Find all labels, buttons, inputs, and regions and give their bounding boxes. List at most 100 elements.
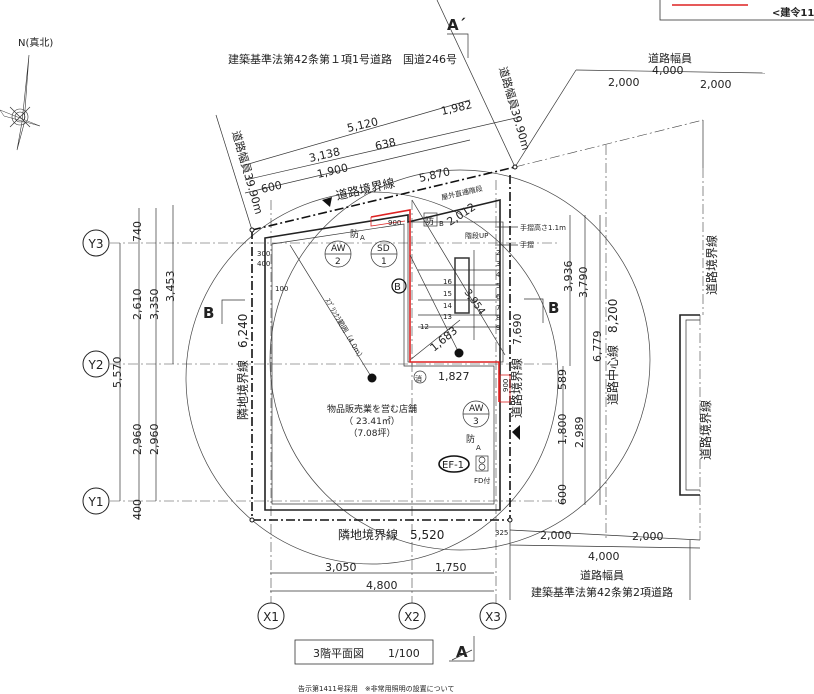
dim-1900: 1,900 bbox=[316, 161, 350, 181]
grid-x1: X1 bbox=[257, 602, 285, 630]
svg-text:600: 600 bbox=[556, 484, 569, 505]
road-lines bbox=[215, 0, 766, 600]
dim-2012: 2,012 bbox=[445, 200, 478, 228]
svg-text:400: 400 bbox=[131, 499, 144, 520]
stair-label: 屋外直通階段 bbox=[440, 184, 483, 202]
building-walls bbox=[264, 198, 506, 511]
svg-text:2,610: 2,610 bbox=[131, 289, 144, 321]
radius-line-2 bbox=[409, 254, 461, 356]
svg-text:EF-1: EF-1 bbox=[442, 460, 464, 471]
svg-text:3: 3 bbox=[473, 417, 479, 427]
extinguisher-icon bbox=[413, 370, 427, 384]
svg-text:A: A bbox=[360, 234, 365, 242]
svg-text:589: 589 bbox=[556, 369, 569, 390]
svg-text:3,790: 3,790 bbox=[577, 267, 590, 299]
svg-text:SD: SD bbox=[377, 244, 390, 254]
room-name: 物品販売業を営む店舗 bbox=[327, 403, 417, 415]
svg-text:Y2: Y2 bbox=[88, 358, 104, 372]
grid-y1: Y1 bbox=[82, 487, 110, 515]
stair-well bbox=[454, 257, 470, 314]
svg-text:15: 15 bbox=[443, 290, 452, 298]
road-boundary-right-1: 道路境界線 bbox=[704, 235, 719, 295]
dim-5120: 5,120 bbox=[346, 115, 380, 135]
sprinkler-head-icon bbox=[454, 348, 464, 358]
svg-text:B: B bbox=[203, 304, 214, 322]
exhaust-fan-icon bbox=[475, 455, 489, 472]
bottom-dimensions: 3,050 1,750 4,800 bbox=[270, 561, 494, 592]
dim-1982: 1,982 bbox=[440, 98, 474, 118]
svg-text:325: 325 bbox=[495, 529, 508, 537]
svg-text:12: 12 bbox=[420, 323, 429, 331]
svg-text:X1: X1 bbox=[263, 610, 279, 624]
svg-text:A´: A´ bbox=[447, 16, 466, 34]
svg-text:5,570: 5,570 bbox=[111, 357, 124, 389]
title-block: 3階平面図 1/100 bbox=[294, 639, 434, 665]
road-half-1-bottom: 2,000 bbox=[540, 529, 572, 542]
road-half-2-top-right: 2,000 bbox=[700, 78, 732, 91]
svg-text:4: 4 bbox=[496, 271, 501, 279]
road-boundary-right-2: 道路境界線 bbox=[698, 400, 713, 460]
sprinkler-head-icon bbox=[367, 373, 377, 383]
svg-text:Y1: Y1 bbox=[88, 495, 104, 509]
fire-door-a2-label: 防 bbox=[466, 433, 475, 445]
section-mark-a-bottom: A bbox=[449, 636, 475, 662]
svg-text:2,989: 2,989 bbox=[573, 417, 586, 449]
svg-text:3,936: 3,936 bbox=[562, 261, 575, 293]
road-width-left: 道路幅員39.90m bbox=[229, 129, 266, 216]
road-width-total-bottom: 4,000 bbox=[588, 550, 620, 563]
fire-door-b-label: 防 bbox=[425, 215, 434, 227]
exhaust-fan-tag bbox=[438, 455, 470, 473]
grid-x2: X2 bbox=[398, 602, 426, 630]
direction-arrow-icon bbox=[512, 425, 520, 440]
svg-text:900: 900 bbox=[388, 219, 401, 227]
svg-text:14: 14 bbox=[443, 302, 452, 310]
svg-text:5: 5 bbox=[496, 282, 500, 290]
svg-text:B: B bbox=[548, 299, 559, 317]
boundary-len-right: 7,690 bbox=[511, 314, 524, 346]
road-half-1-top-right: 2,000 bbox=[608, 76, 640, 89]
grid-lines bbox=[110, 180, 560, 603]
section-mark-b-right: B bbox=[524, 298, 559, 323]
drawing-title: 3階平面図 bbox=[313, 646, 364, 660]
svg-text:3,350: 3,350 bbox=[148, 289, 161, 321]
boundary-len-top: 5,870 bbox=[418, 165, 452, 185]
b-mark-icon bbox=[391, 278, 407, 294]
svg-text:7: 7 bbox=[496, 304, 500, 312]
left-dimensions: 740 2,610 3,350 3,453 5,570 2,960 2,960 … bbox=[111, 205, 177, 520]
svg-text:13: 13 bbox=[443, 313, 452, 321]
svg-text:AW: AW bbox=[331, 244, 346, 254]
svg-text:A: A bbox=[456, 643, 468, 661]
dim-638: 638 bbox=[374, 136, 397, 153]
boundary-label-left: 隣地境界線 6,240 bbox=[235, 314, 250, 420]
svg-text:6: 6 bbox=[496, 293, 501, 301]
road-title-bottom: 建築基準法第42条第2項道路 bbox=[531, 585, 673, 599]
compass-label: N(真北) bbox=[18, 36, 53, 49]
svg-text:2: 2 bbox=[496, 249, 500, 257]
svg-text:2: 2 bbox=[335, 257, 341, 267]
svg-text:3,050: 3,050 bbox=[325, 561, 357, 574]
grid-y2: Y2 bbox=[82, 350, 110, 378]
coverage-circle-2 bbox=[269, 169, 651, 551]
handrail-height-label: 手摺高さ1.1m bbox=[520, 223, 566, 232]
radius-label: ｽﾌﾟﾘﾝｸﾗ範囲（4.0m） bbox=[323, 297, 366, 363]
svg-text:4,800: 4,800 bbox=[366, 579, 398, 592]
svg-text:3,453: 3,453 bbox=[164, 271, 177, 303]
boundary-label-top: 道路境界線 bbox=[334, 175, 396, 203]
svg-text:1,750: 1,750 bbox=[435, 561, 467, 574]
svg-text:X2: X2 bbox=[404, 610, 420, 624]
svg-text:9: 9 bbox=[496, 324, 500, 332]
legend-text: <建令11 bbox=[772, 6, 814, 19]
room-area: （ 23.41㎡） bbox=[344, 416, 400, 427]
svg-text:6,779: 6,779 bbox=[591, 331, 604, 363]
svg-text:Y3: Y3 bbox=[88, 237, 104, 251]
svg-text:16: 16 bbox=[443, 278, 452, 286]
right-dimensions: 3,936 3,790 6,779 589 1,800 2,989 600 bbox=[556, 215, 604, 505]
road-centerline-label: 道路中心線 8,200 bbox=[605, 299, 620, 405]
svg-text:消: 消 bbox=[415, 374, 422, 383]
svg-text:3: 3 bbox=[496, 260, 500, 268]
road-half-2-bottom: 2,000 bbox=[632, 530, 664, 543]
svg-text:900: 900 bbox=[502, 379, 510, 392]
road-width-label-top-right: 道路幅員 bbox=[648, 51, 692, 65]
svg-text:1: 1 bbox=[381, 257, 387, 267]
